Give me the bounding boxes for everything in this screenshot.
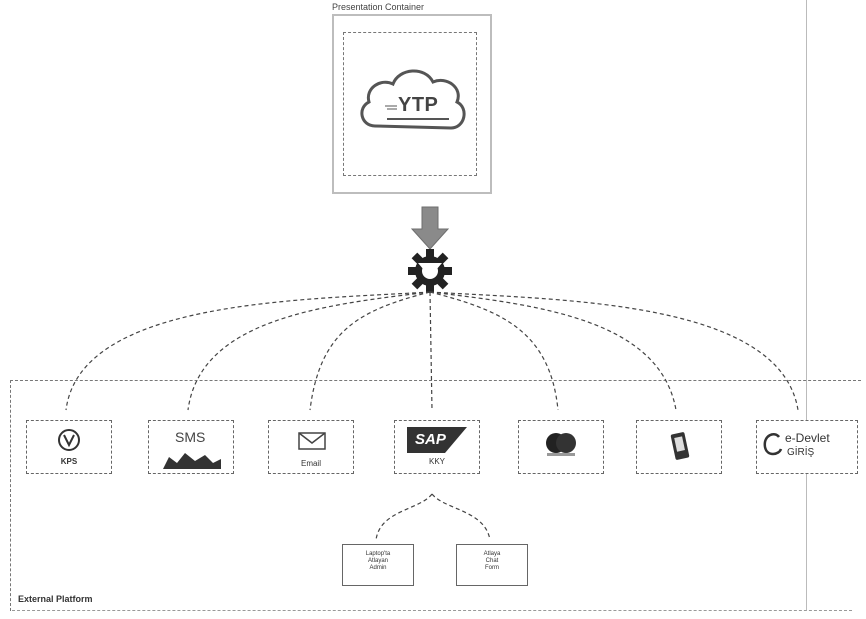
connector-mastercard [429, 291, 559, 411]
platform-kps[interactable]: KPS [26, 420, 112, 474]
container-inner-box [343, 32, 477, 176]
platform-email[interactable]: Email [268, 420, 354, 474]
sms-graph-icon [163, 453, 221, 469]
edevlet-logo-text: e-Devlet [785, 431, 830, 445]
platform-mastercard[interactable] [518, 420, 604, 474]
edevlet-logo-icon [763, 433, 783, 456]
connector-kps [65, 291, 431, 411]
down-arrow-gear-icon [408, 206, 452, 293]
sub-node-line: Form [485, 565, 499, 571]
external-platform-bottom-line [12, 610, 852, 611]
sub-node-1[interactable]: Laptop'ta Atlayan Admin [342, 544, 414, 586]
sub-node-line: Atlaya [483, 551, 501, 557]
platform-kky[interactable]: SAP KKY [394, 420, 480, 474]
sub-node-line: Atlayan [367, 558, 388, 564]
connector-sub1 [375, 493, 433, 541]
cloud-icon [360, 69, 466, 130]
connector-sms [187, 291, 431, 411]
container-title: Presentation Container [332, 2, 425, 12]
speed-lines-icon [385, 105, 397, 110]
mobile-payment-icon [670, 432, 690, 460]
ytp-label: YTP [398, 94, 439, 116]
sub-node-line: Chat [485, 558, 499, 564]
connector-edevlet [429, 291, 799, 411]
presentation-container [332, 14, 492, 194]
connector-email [309, 291, 431, 411]
platform-edevlet[interactable]: e-Devlet GİRİŞ [756, 420, 858, 474]
platform-label: KPS [60, 457, 78, 466]
connector-mobile [429, 291, 677, 411]
sub-node-2[interactable]: Atlaya Chat Form [456, 544, 528, 586]
sap-logo-text: SAP [415, 431, 446, 448]
connector-kky [429, 291, 433, 411]
email-icon [298, 432, 326, 450]
sms-logo-text: SMS [175, 429, 206, 445]
sub-node-line: Admin [369, 565, 387, 571]
connector-sub2 [431, 493, 491, 541]
mastercard-icon [546, 433, 576, 456]
sub-node-line: Laptop'ta [365, 551, 391, 557]
right-boundary-line [806, 0, 807, 610]
platform-sms[interactable]: SMS [148, 420, 234, 474]
kps-logo-icon [58, 429, 80, 451]
platform-label: Email [300, 459, 321, 468]
sap-logo-icon [407, 427, 467, 453]
external-platform-label: External Platform [18, 594, 93, 604]
external-platform-frame [10, 380, 861, 611]
edevlet-giris-text: GİRİŞ [787, 447, 815, 458]
platform-mobile[interactable] [636, 420, 722, 474]
ytp-underline [387, 118, 449, 120]
platform-label: KKY [428, 457, 445, 466]
